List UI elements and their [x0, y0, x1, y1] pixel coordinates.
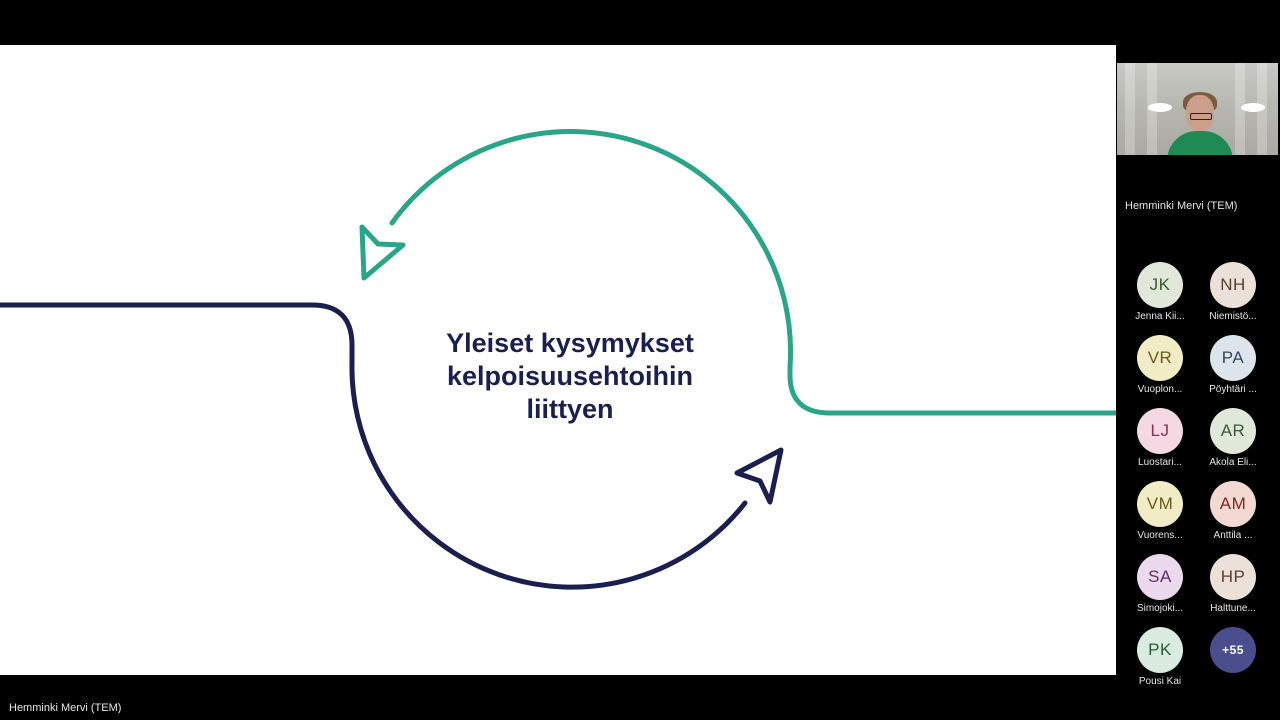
top-bar	[0, 0, 1280, 45]
bottom-bar	[0, 675, 1280, 720]
participant-tile[interactable]: PK Pousi Kai	[1125, 627, 1195, 687]
participant-name: Jenna Kii...	[1135, 311, 1185, 322]
participant-avatar: JK	[1137, 262, 1183, 308]
presenter-video[interactable]	[1117, 63, 1278, 155]
presenter-figure	[1167, 131, 1233, 155]
participant-name: Halttune...	[1210, 603, 1256, 614]
participant-tile[interactable]: LJ Luostari...	[1125, 408, 1195, 468]
participant-tile[interactable]: SA Simojoki...	[1125, 554, 1195, 614]
participant-name: Niemistö...	[1209, 311, 1257, 322]
cycle-graphic	[0, 129, 1116, 590]
more-participants-count: +55	[1210, 627, 1256, 673]
video-background	[1235, 63, 1245, 155]
participant-name: Pöyhtäri ...	[1209, 384, 1257, 395]
slide-title-line: liittyen	[526, 394, 614, 424]
participant-avatar: AM	[1210, 481, 1256, 527]
participant-avatar: VM	[1137, 481, 1183, 527]
participant-tile[interactable]: HP Halttune...	[1198, 554, 1268, 614]
participant-avatar: LJ	[1137, 408, 1183, 454]
ceiling-lamp	[1148, 103, 1172, 112]
participant-avatar: HP	[1210, 554, 1256, 600]
participant-tile[interactable]: VR Vuoplon...	[1125, 335, 1195, 395]
video-name-label: Hemminki Mervi (TEM)	[1125, 200, 1238, 212]
participant-name: Pousi Kai	[1138, 676, 1182, 687]
participant-tile[interactable]: PA Pöyhtäri ...	[1198, 335, 1268, 395]
participant-tile[interactable]: AR Akola Eli...	[1198, 408, 1268, 468]
ceiling-lamp	[1241, 103, 1265, 112]
participant-avatar: VR	[1137, 335, 1183, 381]
participant-avatar: AR	[1210, 408, 1256, 454]
slide-title-line: Yleiset kysymykset	[446, 328, 694, 358]
participant-name: Simojoki...	[1136, 603, 1184, 614]
participant-tile[interactable]: NH Niemistö...	[1198, 262, 1268, 322]
presenter-name: Hemminki Mervi (TEM)	[9, 702, 122, 714]
participant-avatar: PK	[1137, 627, 1183, 673]
participant-tile[interactable]: AM Anttila ...	[1198, 481, 1268, 541]
participant-name: Anttila ...	[1213, 530, 1253, 541]
participant-avatar: SA	[1137, 554, 1183, 600]
participant-tile[interactable]: VM Vuorens...	[1125, 481, 1195, 541]
participant-tile[interactable]: JK Jenna Kii...	[1125, 262, 1195, 322]
participant-name: Vuorens...	[1137, 530, 1183, 541]
more-participants-button[interactable]: +55	[1198, 627, 1268, 673]
participant-name: Luostari...	[1138, 457, 1182, 468]
participant-avatar: NH	[1210, 262, 1256, 308]
teal-arrowhead	[359, 224, 406, 281]
navy-line	[0, 302, 748, 590]
slide-title-line: kelpoisuusehtoihin	[446, 361, 694, 391]
slide-title: Yleiset kysymykset kelpoisuusehtoihin li…	[380, 327, 760, 426]
participant-name: Vuoplon...	[1137, 384, 1183, 395]
teal-line	[389, 129, 1116, 416]
participant-name: Akola Eli...	[1209, 457, 1257, 468]
navy-arrowhead	[734, 447, 784, 505]
presenter-figure	[1190, 113, 1212, 120]
shared-slide: Yleiset kysymykset kelpoisuusehtoihin li…	[0, 45, 1116, 675]
video-background	[1125, 63, 1135, 155]
participant-avatar: PA	[1210, 335, 1256, 381]
